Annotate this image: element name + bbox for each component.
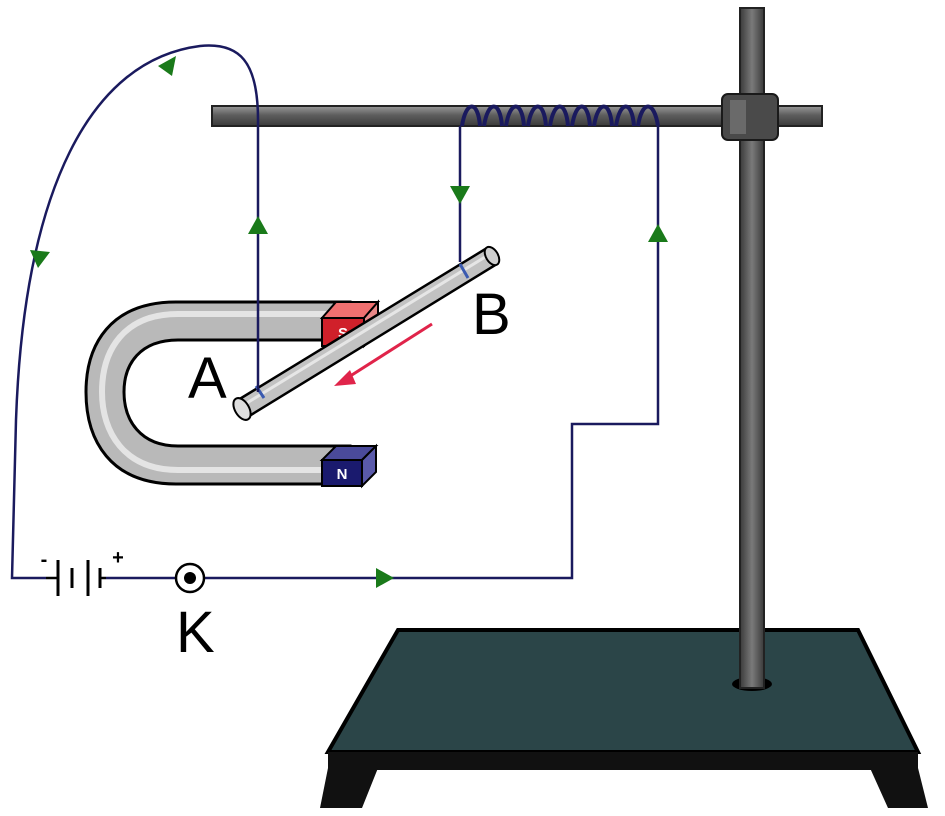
stand-leg-right [870,768,928,808]
magnet-pole-n-label: N [337,466,348,483]
wire-bottom-right [204,126,660,580]
clamp-highlight [730,100,746,134]
current-arrow-b-down [450,186,470,204]
current-arrow-top-left [158,56,176,76]
current-arrow-bottom [376,568,394,588]
magnet-pole-s-label: S [338,325,348,342]
current-arrow-a-up [248,216,268,234]
horseshoe-magnet: S N [84,299,381,489]
switch-key-label: K [176,600,215,665]
battery-minus-label: - [41,549,48,571]
conductor-rod-ab [232,245,501,421]
current-arrow-left-down [30,250,50,268]
current-arrows [30,56,668,588]
magnet-highlight [98,311,338,473]
magnet-pole-n: N [319,443,379,489]
rod-end-b-label: B [472,282,511,347]
wire-a-left [10,44,260,580]
closed-switch-icon[interactable] [174,562,206,594]
stand-base [324,628,922,754]
retort-stand [211,7,928,808]
battery-icon [46,560,106,596]
rod-band-b [458,263,470,279]
battery-plus-label: + [112,547,124,569]
current-arrow-right-up [648,224,668,242]
force-arrow [334,322,433,386]
rod-end-a-label: A [188,346,227,411]
stand-base-front [328,752,918,770]
stand-leg-left [320,768,378,808]
wire-coil [460,104,660,127]
